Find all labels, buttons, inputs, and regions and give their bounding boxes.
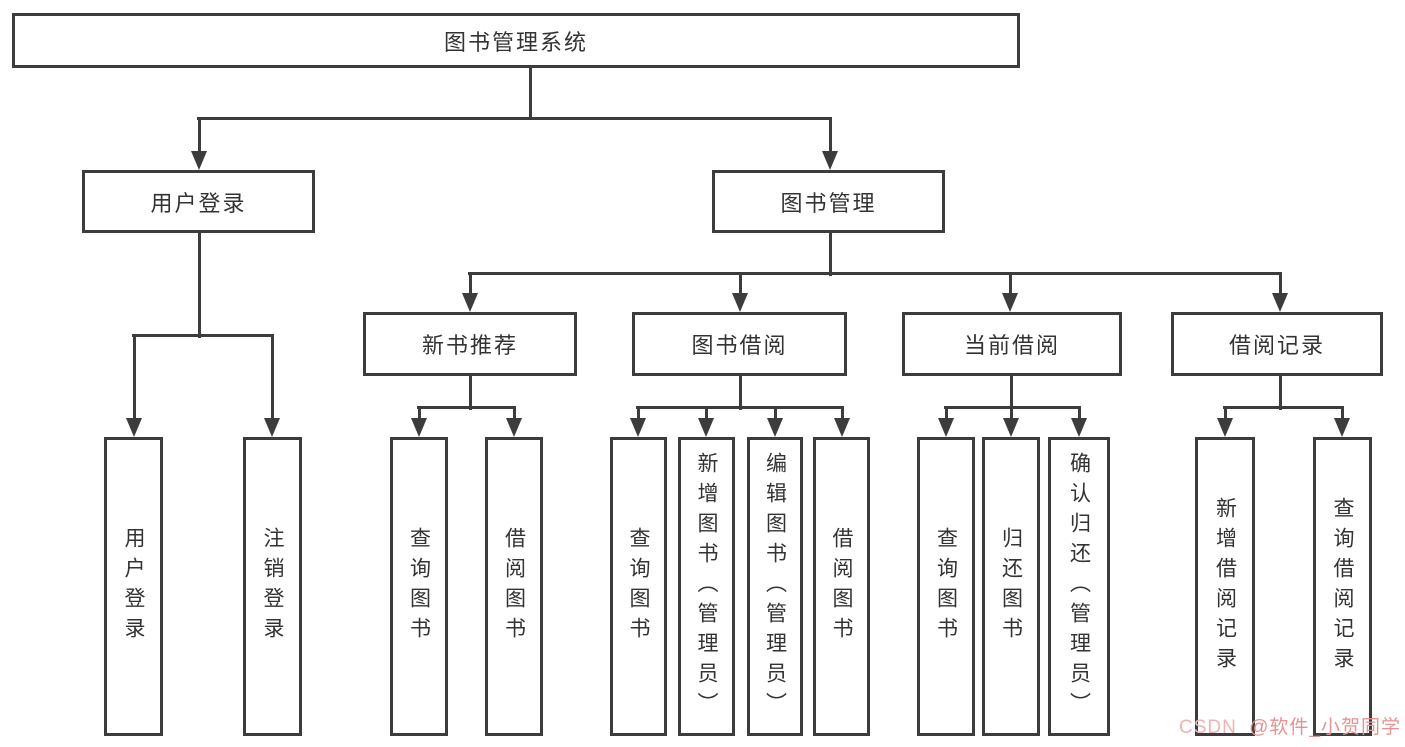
connector-line bbox=[738, 273, 742, 298]
connector-line bbox=[132, 333, 274, 337]
connector-line bbox=[197, 116, 832, 120]
leaf-label: 查询图书 bbox=[627, 526, 650, 647]
arrow-down-icon bbox=[938, 418, 954, 437]
connector-line bbox=[1077, 407, 1081, 423]
connector-line bbox=[1009, 376, 1013, 410]
connector-line bbox=[1009, 407, 1013, 423]
watermark-brand: CSDN bbox=[1179, 717, 1237, 738]
arrow-down-icon bbox=[767, 418, 783, 437]
leaf-query-books-current: 查询图书 bbox=[917, 437, 975, 736]
leaf-edit-books-admin: 编辑图书（管理员） bbox=[747, 437, 803, 736]
connector-line bbox=[1278, 273, 1282, 298]
connector-line bbox=[1008, 273, 1012, 298]
node-new-book-recommend: 新书推荐 bbox=[363, 312, 577, 376]
watermark: CSDN @软件_小贺同学 bbox=[1179, 712, 1401, 739]
connector-line bbox=[1223, 407, 1227, 423]
leaf-label: 新增图书（管理员） bbox=[695, 451, 718, 722]
connector-line bbox=[636, 405, 844, 409]
node-user-login: 用户登录 bbox=[82, 170, 315, 233]
arrow-down-icon bbox=[411, 418, 427, 437]
arrow-down-icon bbox=[732, 293, 748, 312]
node-current-borrow-label: 当前借阅 bbox=[963, 333, 1060, 358]
arrow-down-icon bbox=[462, 293, 478, 312]
connector-line bbox=[636, 407, 640, 423]
leaf-label: 查询图书 bbox=[934, 526, 958, 647]
leaf-label: 编辑图书（管理员） bbox=[763, 451, 787, 722]
leaf-add-books-admin: 新增图书（管理员） bbox=[678, 437, 735, 736]
connector-line bbox=[468, 273, 472, 298]
connector-line bbox=[528, 68, 532, 118]
node-book-management-label: 图书管理 bbox=[780, 190, 877, 216]
leaf-label: 查询图书 bbox=[407, 526, 431, 647]
node-new-book-recommend-label: 新书推荐 bbox=[421, 333, 518, 358]
leaf-borrow-books-recommend: 借阅图书 bbox=[485, 437, 543, 736]
arrow-down-icon bbox=[834, 418, 850, 437]
arrow-down-icon bbox=[1003, 418, 1019, 437]
connector-line bbox=[828, 233, 832, 276]
leaf-logout: 注销登录 bbox=[243, 437, 302, 736]
arrow-down-icon bbox=[264, 418, 280, 437]
leaf-query-books-recommend: 查询图书 bbox=[390, 437, 448, 736]
arrow-down-icon bbox=[1272, 293, 1288, 312]
arrow-down-icon bbox=[506, 418, 522, 437]
connector-line bbox=[197, 233, 201, 338]
leaf-add-borrow-record: 新增借阅记录 bbox=[1195, 437, 1255, 736]
leaf-label: 确认归还（管理员） bbox=[1067, 451, 1091, 722]
leaf-user-login: 用户登录 bbox=[104, 437, 163, 736]
connector-line bbox=[468, 271, 1282, 275]
arrow-down-icon bbox=[126, 418, 142, 437]
connector-line bbox=[704, 407, 708, 423]
node-library-system: 图书管理系统 bbox=[12, 13, 1020, 68]
connector-line bbox=[944, 405, 1081, 409]
arrow-down-icon bbox=[191, 151, 207, 170]
node-borrow-record-label: 借阅记录 bbox=[1228, 333, 1325, 358]
leaf-logout-label: 注销登录 bbox=[261, 526, 284, 647]
leaf-label: 归还图书 bbox=[999, 526, 1023, 647]
leaf-query-borrow-record: 查询借阅记录 bbox=[1313, 437, 1372, 736]
arrow-down-icon bbox=[1071, 418, 1087, 437]
connector-line bbox=[773, 407, 777, 423]
leaf-label: 借阅图书 bbox=[830, 526, 853, 647]
connector-line bbox=[1223, 405, 1344, 409]
arrow-down-icon bbox=[1334, 418, 1350, 437]
leaf-confirm-return-admin: 确认归还（管理员） bbox=[1048, 437, 1110, 736]
node-book-borrow: 图书借阅 bbox=[632, 312, 847, 376]
connector-line bbox=[197, 118, 201, 156]
leaf-return-books: 归还图书 bbox=[982, 437, 1040, 736]
watermark-handle: @软件_小贺同学 bbox=[1249, 717, 1401, 738]
connector-line bbox=[944, 407, 948, 423]
connector-line bbox=[738, 376, 742, 410]
arrow-down-icon bbox=[822, 151, 838, 170]
connector-line bbox=[270, 335, 274, 423]
connector-line bbox=[417, 407, 421, 423]
node-current-borrow: 当前借阅 bbox=[902, 312, 1122, 376]
connector-line bbox=[840, 407, 844, 423]
leaf-borrow-books: 借阅图书 bbox=[813, 437, 870, 736]
connector-line bbox=[828, 118, 832, 156]
connector-line bbox=[417, 405, 516, 409]
arrow-down-icon bbox=[1217, 418, 1233, 437]
connector-line bbox=[1278, 376, 1282, 410]
leaf-label: 查询借阅记录 bbox=[1331, 496, 1354, 677]
arrow-down-icon bbox=[1002, 293, 1018, 312]
connector-line bbox=[1340, 407, 1344, 423]
connector-line bbox=[132, 335, 136, 423]
node-book-borrow-label: 图书借阅 bbox=[691, 333, 788, 358]
leaf-user-login-label: 用户登录 bbox=[122, 526, 145, 647]
connector-line bbox=[468, 376, 472, 410]
connector-line bbox=[512, 407, 516, 423]
node-book-management: 图书管理 bbox=[712, 170, 945, 233]
node-library-system-label: 图书管理系统 bbox=[443, 29, 588, 55]
leaf-query-books-borrow: 查询图书 bbox=[610, 437, 667, 736]
leaf-label: 借阅图书 bbox=[502, 526, 526, 647]
node-borrow-record: 借阅记录 bbox=[1171, 312, 1383, 376]
node-user-login-label: 用户登录 bbox=[150, 190, 247, 216]
leaf-label: 新增借阅记录 bbox=[1213, 496, 1237, 677]
arrow-down-icon bbox=[630, 418, 646, 437]
arrow-down-icon bbox=[698, 418, 714, 437]
